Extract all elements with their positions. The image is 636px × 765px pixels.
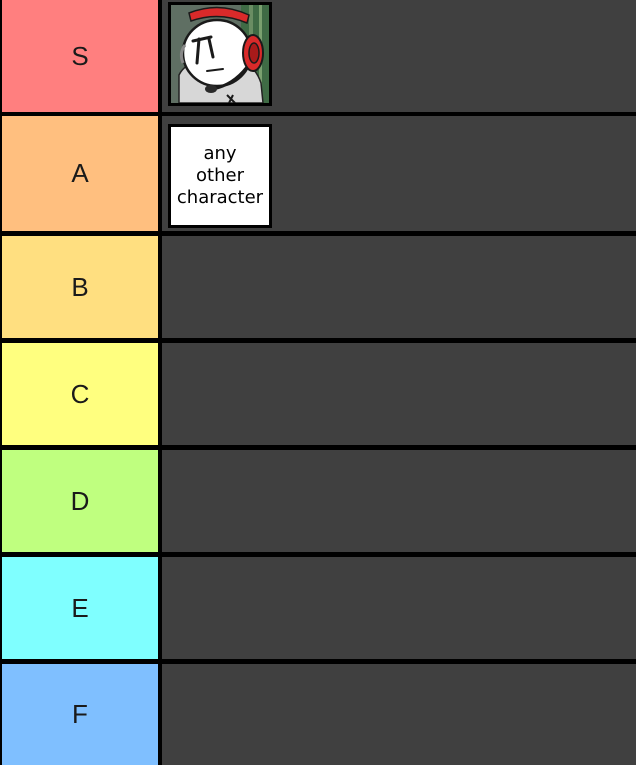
tier-row-a: A any other character [0,116,636,231]
tier-label-text: B [71,271,89,302]
tier-items-s[interactable] [162,0,636,112]
tier-row-d: D [0,450,636,552]
tier-label-f[interactable]: F [2,664,158,765]
tier-row-b: B [0,236,636,338]
tier-row-f: F [0,664,636,765]
tier-items-c[interactable] [162,343,636,445]
tier-label-s[interactable]: S [2,0,158,112]
character-with-headset-icon [171,5,269,103]
tier-items-d[interactable] [162,450,636,552]
tier-items-e[interactable] [162,557,636,659]
tier-label-text: F [72,699,88,729]
text-card[interactable]: any other character [168,124,272,228]
tier-label-text: C [70,378,90,409]
tier-items-f[interactable] [162,664,636,765]
tier-items-b[interactable] [162,236,636,338]
tier-label-b[interactable]: B [2,236,158,338]
tier-label-c[interactable]: C [2,343,158,445]
tier-label-text: D [70,485,90,516]
tier-label-text: A [71,158,89,188]
tier-label-d[interactable]: D [2,450,158,552]
tier-label-text: S [71,40,89,71]
text-card-label: any other character [176,143,264,208]
tier-label-e[interactable]: E [2,557,158,659]
tier-label-a[interactable]: A [2,116,158,231]
tier-label-text: E [71,592,89,623]
character-card[interactable] [168,2,272,106]
tier-items-a[interactable]: any other character [162,116,636,231]
tier-row-s: S [0,0,636,112]
tier-row-c: C [0,343,636,445]
tier-row-e: E [0,557,636,659]
